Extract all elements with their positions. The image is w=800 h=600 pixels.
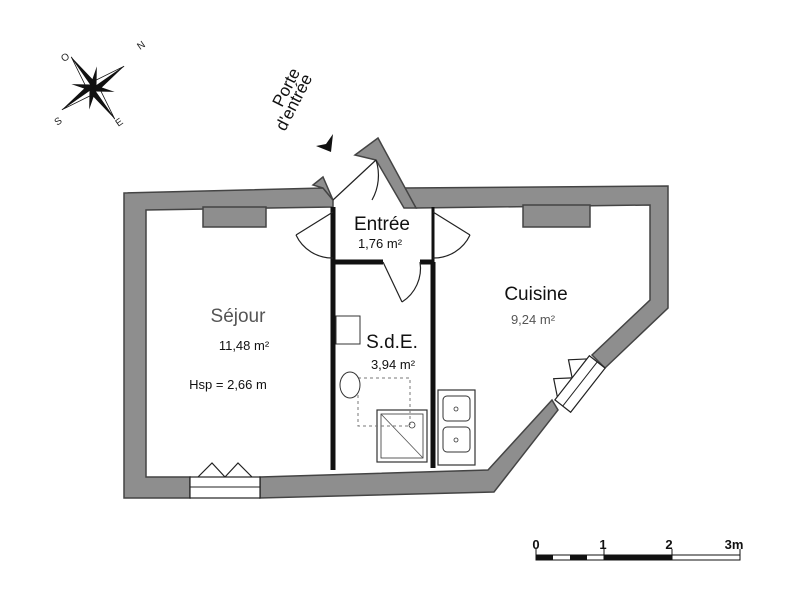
room-cuisine-name: Cuisine (504, 284, 567, 305)
exterior-walls (123, 136, 669, 499)
room-entree-name: Entrée (354, 214, 410, 235)
room-sde-area: 3,94 m² (371, 357, 416, 372)
compass-south-label: S (53, 115, 65, 128)
room-sejour-area: 11,48 m² (219, 338, 270, 353)
scale-bar (535, 549, 741, 561)
room-cuisine-area: 9,24 m² (511, 312, 556, 327)
compass-west-label: O (59, 51, 72, 65)
scale-tick-3m: 3m (725, 537, 744, 552)
room-sejour-height: Hsp = 2,66 m (189, 377, 267, 392)
doors (295, 159, 471, 303)
room-entree-area: 1,76 m² (358, 236, 403, 251)
bathroom-fixtures (335, 315, 428, 463)
entrance-arrow-icon (316, 134, 333, 152)
kitchen-window (552, 354, 606, 414)
compass-rose (61, 56, 125, 120)
scale-tick-1: 1 (599, 537, 606, 552)
scale-tick-0: 0 (532, 537, 539, 552)
living-room-window (189, 462, 261, 499)
interior-partitions (330, 207, 436, 470)
compass-north-label: N (135, 39, 147, 52)
room-sejour-name: Séjour (211, 306, 267, 327)
room-sde-name: S.d.E. (366, 332, 418, 353)
kitchen-sink (437, 389, 476, 466)
scale-tick-2: 2 (665, 537, 672, 552)
compass-east-label: E (114, 116, 126, 129)
